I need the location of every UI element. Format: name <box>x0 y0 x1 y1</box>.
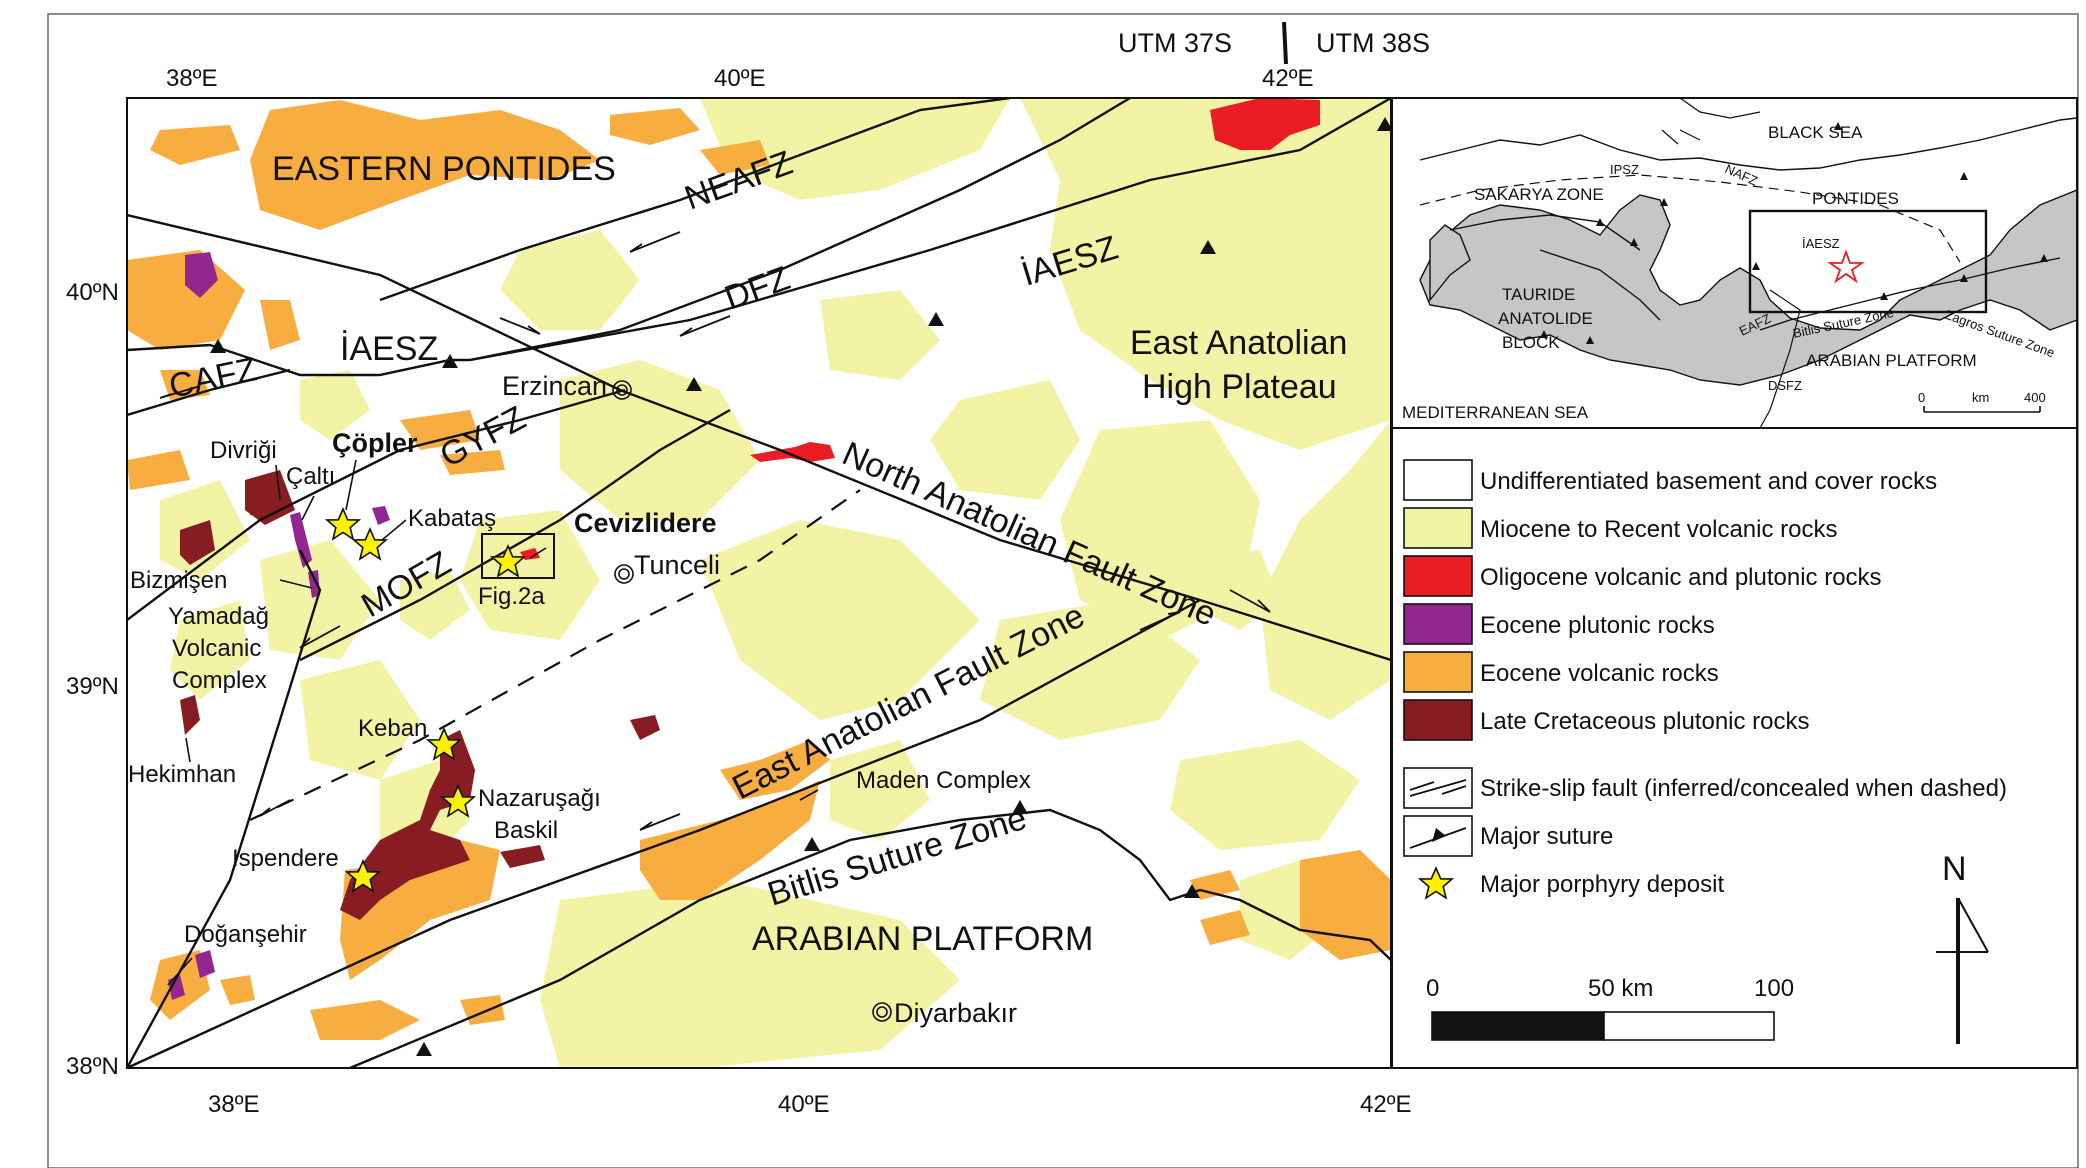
label-bizmisen: Bizmişen <box>130 567 227 594</box>
inferred-fault-dashed <box>249 489 861 821</box>
eocene-volcanic-units <box>127 100 1391 1040</box>
utm-38s-label: UTM 38S <box>1316 28 1430 58</box>
inset-tauride-1: TAURIDE <box>1502 285 1575 304</box>
legend-strike-slip: Strike-slip fault (inferred/concealed wh… <box>1480 775 2007 802</box>
inset-map: BLACK SEA IPSZ NAFZ SAKARYA ZONE PONTIDE… <box>1392 98 2077 428</box>
legend: Undifferentiated basement and cover rock… <box>1391 427 2078 1069</box>
inset-ipsz: IPSZ <box>1610 162 1639 177</box>
label-erzincan: Erzincan <box>502 371 607 401</box>
legend-swatch-5 <box>1403 699 1473 741</box>
legend-suture: Major suture <box>1480 823 1613 850</box>
tick-bottom-40e: 40ºE <box>778 1091 829 1118</box>
label-keban: Keban <box>358 715 427 742</box>
strike-slip-arrows <box>159 231 1271 831</box>
inset-black-sea: BLACK SEA <box>1768 123 1863 142</box>
label-fig2a: Fig.2a <box>478 583 545 610</box>
label-hekimhan: Hekimhan <box>128 761 236 788</box>
inset-scale-zero: 0 <box>1918 390 1925 405</box>
label-diyarbakir: Diyarbakır <box>894 998 1017 1028</box>
inset-pontides: PONTIDES <box>1812 189 1899 208</box>
scale-fifty: 50 km <box>1588 975 1653 1002</box>
legend-symbols: Strike-slip fault (inferred/concealed wh… <box>1403 767 2007 899</box>
miocene-volcanic-units <box>160 98 1391 1068</box>
inset-scale-km: km <box>1972 390 1989 405</box>
utm-divider <box>1282 21 1288 65</box>
label-yamadag-3: Complex <box>172 667 267 694</box>
label-calti: Çaltı <box>286 463 335 490</box>
oligocene-units <box>520 98 1320 560</box>
scale-zero: 0 <box>1426 975 1439 1002</box>
inset-mediterranean: MEDITERRANEAN SEA <box>1402 403 1589 422</box>
label-cevizlidere: Cevizlidere <box>574 508 717 538</box>
inset-location-star <box>1827 249 1865 284</box>
inset-scale-400: 400 <box>2024 390 2046 405</box>
tick-top-40e: 40ºE <box>714 65 765 92</box>
label-ispendere: Ispendere <box>232 845 339 872</box>
label-high-plateau-2: High Plateau <box>1142 368 1337 406</box>
label-kabatas: Kabataş <box>408 505 496 532</box>
legend-label-1: Miocene to Recent volcanic rocks <box>1480 516 1838 543</box>
inset-study-area-box <box>1748 209 1988 314</box>
label-arabian-platform: ARABIAN PLATFORM <box>752 920 1093 958</box>
inset-iaesz: İAESZ <box>1802 236 1840 251</box>
utm-header: UTM 37S UTM 38S <box>1118 21 1430 65</box>
label-nazarusagi: Nazaruşağı <box>478 785 601 812</box>
leader-lines <box>167 459 819 986</box>
label-yamadag-1: Yamadağ <box>168 603 269 630</box>
utm-37s-label: UTM 37S <box>1118 28 1232 58</box>
label-tunceli: Tunceli <box>634 550 720 580</box>
legend-label-0: Undifferentiated basement and cover rock… <box>1480 468 1937 495</box>
scale-hundred: 100 <box>1754 975 1794 1002</box>
label-dogansehir: Doğanşehir <box>184 921 307 948</box>
tick-left-40n: 40ºN <box>66 279 119 306</box>
eocene-plutonic-units <box>168 252 390 1000</box>
inset-anatolia-land <box>1419 189 2077 386</box>
tick-bottom-38e: 38ºE <box>208 1091 259 1118</box>
label-divrigi: Divriği <box>210 437 277 464</box>
tick-bottom-42e: 42ºE <box>1360 1091 1411 1118</box>
north-arrow: N <box>1936 850 1989 1044</box>
inset-sakarya: SAKARYA ZONE <box>1474 185 1604 204</box>
tick-left-39n: 39ºN <box>66 673 119 700</box>
north-label: N <box>1942 850 1967 888</box>
fig2a-box <box>481 533 555 579</box>
label-iaesz-west: İAESZ <box>340 330 438 368</box>
label-eastern-pontides: EASTERN PONTIDES <box>272 150 616 188</box>
label-high-plateau-1: East Anatolian <box>1130 324 1347 362</box>
legend-swatch-3 <box>1403 603 1473 645</box>
tick-top-38e: 38ºE <box>166 65 217 92</box>
main-map: EASTERN PONTIDES NEAFZ DFZ İAESZ İAESZ C… <box>127 98 1391 1068</box>
label-copler: Çöpler <box>332 428 418 458</box>
scale-bar: 0 50 km 100 <box>1426 975 1794 1041</box>
label-baskil: Baskil <box>494 817 558 844</box>
inset-arabian: ARABIAN PLATFORM <box>1806 351 1977 370</box>
legend-label-2: Oligocene volcanic and plutonic rocks <box>1480 564 1882 591</box>
tick-left-38n: 38ºN <box>66 1053 119 1080</box>
legend-swatch-2 <box>1403 555 1473 597</box>
inset-tauride-2: ANATOLIDE <box>1498 309 1593 328</box>
fault-network <box>127 98 1391 1068</box>
legend-swatch-0 <box>1403 459 1473 501</box>
inset-tauride-3: BLOCK <box>1502 333 1560 352</box>
inset-dsfz: DSFZ <box>1768 378 1802 393</box>
label-maden: Maden Complex <box>856 767 1031 794</box>
legend-swatch-1 <box>1403 507 1473 549</box>
legend-label-4: Eocene volcanic rocks <box>1480 660 1719 687</box>
legend-porphyry: Major porphyry deposit <box>1480 871 1724 898</box>
legend-label-3: Eocene plutonic rocks <box>1480 612 1715 639</box>
legend-swatch-4 <box>1403 651 1473 693</box>
legend-label-5: Late Cretaceous plutonic rocks <box>1480 708 1810 735</box>
label-yamadag-2: Volcanic <box>172 635 261 662</box>
tick-top-42e: 42ºE <box>1262 65 1313 92</box>
